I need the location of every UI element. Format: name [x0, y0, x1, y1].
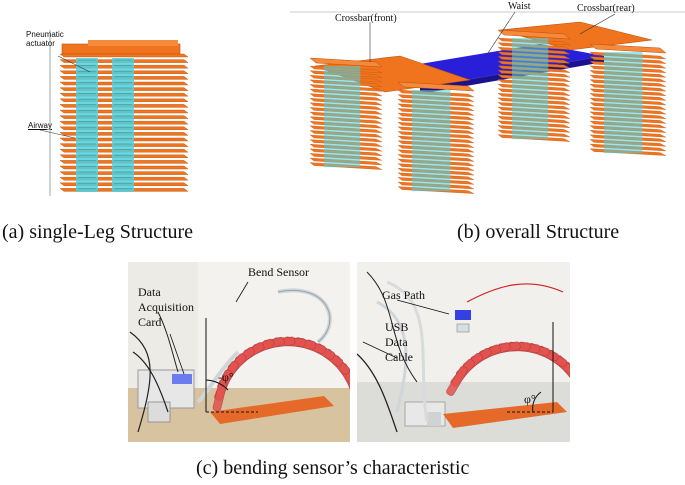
bending-arm-left	[212, 336, 350, 412]
leg-top-cap	[397, 81, 475, 92]
fin	[59, 53, 189, 58]
airway-channels	[76, 58, 134, 192]
photo-positive-bend	[357, 262, 570, 442]
leg-modules	[309, 29, 667, 194]
label-crossbar-rear: Crossbar(rear)	[577, 3, 635, 14]
label-pneumatic-actuator: Pneumatic actuator	[26, 30, 64, 48]
single-leg-diagram	[39, 30, 189, 196]
caption-single-leg: (a) single-Leg Structure	[2, 221, 194, 243]
label-gas-path: Gas Path	[382, 288, 425, 302]
photo-negative-bend	[128, 262, 350, 442]
leg-airway	[512, 38, 549, 140]
label-crossbar-front: Crossbar(front)	[335, 13, 397, 24]
leg-airway	[324, 66, 361, 168]
airway-channel	[76, 58, 98, 192]
leg-top-cap	[589, 43, 667, 54]
label-usb-data-cable: USB Data Cable	[385, 320, 413, 364]
leg-top-cap	[309, 57, 383, 68]
chamber	[446, 366, 468, 396]
label-angle-negative: -φ°	[218, 370, 234, 384]
label-waist: Waist	[508, 1, 531, 12]
leg-airway	[412, 90, 451, 192]
leg-airway	[604, 52, 643, 154]
bending-arm-right	[446, 341, 570, 400]
overall-structure-diagram	[290, 11, 685, 194]
caption-bending-sensor: (c) bending sensor’s characteristic	[196, 457, 470, 479]
caption-overall-structure: (b) overall Structure	[457, 221, 620, 243]
chamber	[212, 379, 228, 412]
leg-top-cap	[497, 29, 571, 40]
label-angle-positive: φ°	[524, 392, 536, 406]
label-airway: Airway	[28, 121, 53, 130]
label-bend-sensor: Bend Sensor	[248, 265, 309, 279]
airway-channel	[112, 58, 134, 192]
label-data-acquisition-card: Data Acquisition Card	[138, 285, 194, 329]
